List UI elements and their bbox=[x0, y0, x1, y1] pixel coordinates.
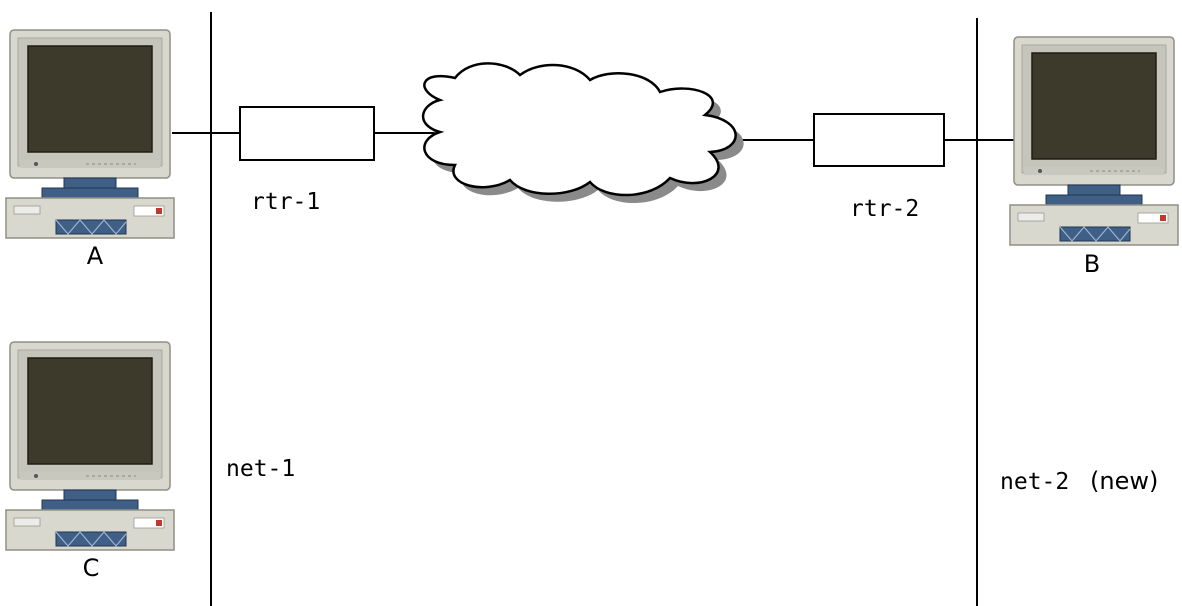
cloud-icon bbox=[421, 62, 744, 204]
computer-b-icon bbox=[1009, 36, 1179, 246]
router-label-rtr-2: rtr-2 bbox=[850, 196, 919, 222]
network-note-net-2: (new) bbox=[1090, 467, 1158, 495]
network-label-net-2: net-2 bbox=[1000, 469, 1069, 495]
host-label-c: C bbox=[83, 554, 100, 582]
computer-c-icon bbox=[5, 341, 175, 551]
router-rtr-1 bbox=[239, 106, 375, 161]
computer-a-icon bbox=[5, 29, 175, 239]
network-label-net-1: net-1 bbox=[226, 456, 295, 482]
host-label-b: B bbox=[1084, 250, 1100, 278]
host-label-a: A bbox=[87, 242, 104, 270]
router-rtr-2 bbox=[813, 113, 945, 167]
router-label-rtr-1: rtr-1 bbox=[251, 189, 320, 215]
